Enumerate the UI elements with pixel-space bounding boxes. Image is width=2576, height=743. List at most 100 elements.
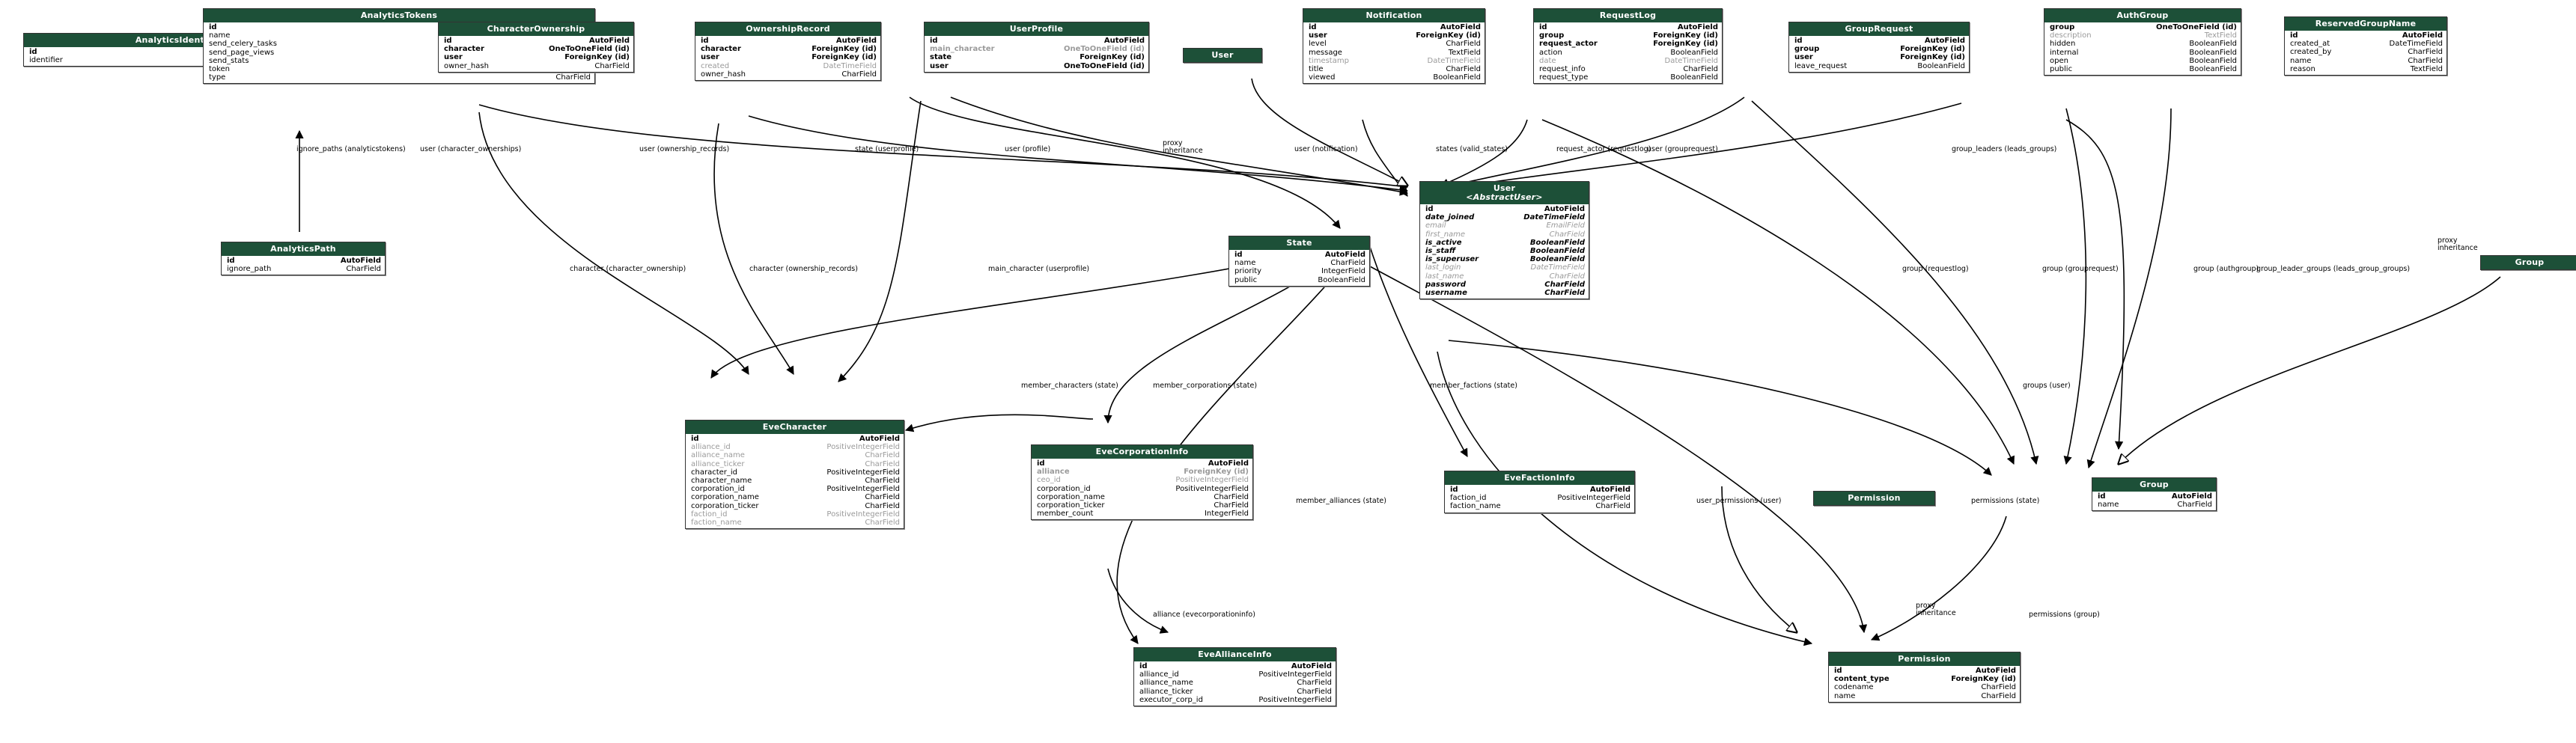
field-type: CharField bbox=[841, 70, 877, 79]
field-name: id bbox=[1139, 662, 1148, 670]
entity-title: EveAllianceInfo bbox=[1134, 648, 1336, 661]
field-type: AutoField bbox=[1291, 662, 1332, 670]
field-name: id bbox=[1450, 486, 1458, 494]
field-name: public bbox=[2050, 65, 2073, 74]
field-name: owner_hash bbox=[701, 70, 746, 79]
entity-user-stub[interactable]: User bbox=[1183, 48, 1262, 63]
field-type: CharField bbox=[865, 459, 900, 468]
field-type: CharField bbox=[555, 73, 591, 82]
field-type: ForeignKey (id) bbox=[1184, 468, 1249, 477]
field-name: corporation_id bbox=[1037, 484, 1091, 493]
field-name: alliance_ticker bbox=[1139, 687, 1193, 696]
field-type: PositiveIntegerField bbox=[1175, 484, 1249, 493]
field-name: viewed bbox=[1309, 73, 1336, 82]
field-row: type CharField bbox=[204, 73, 594, 82]
field-type: AutoField bbox=[340, 257, 381, 265]
field-name: state bbox=[930, 53, 952, 62]
field-name: main_character bbox=[930, 45, 995, 54]
field-type: TextField bbox=[2410, 64, 2443, 73]
field-name: internal bbox=[2050, 48, 2079, 57]
edge-label: permissions (state) bbox=[1971, 497, 2040, 505]
entity-permission-stub[interactable]: Permission bbox=[1813, 491, 1935, 506]
field-type: DateTimeField bbox=[823, 61, 877, 70]
field-name: name bbox=[2290, 56, 2312, 65]
field-type: CharField bbox=[346, 265, 381, 274]
field-name: level bbox=[1309, 40, 1327, 49]
edge-label: request_actor (requestlog) bbox=[1556, 145, 1651, 153]
field-type: CharField bbox=[1446, 65, 1481, 74]
edge-label: member_characters (state) bbox=[1021, 382, 1118, 390]
field-type: BooleanField bbox=[1433, 73, 1481, 82]
field-type: PositiveIntegerField bbox=[826, 510, 900, 519]
field-type: PositiveIntegerField bbox=[1258, 695, 1332, 704]
edge-label: ignore_paths (analyticstokens) bbox=[296, 145, 406, 153]
field-name: alliance_id bbox=[691, 443, 731, 452]
field-type: ForeignKey (id) bbox=[564, 53, 630, 62]
field-type: OneToOneField (id) bbox=[1063, 45, 1145, 54]
field-name: created_at bbox=[2290, 40, 2330, 49]
field-type: AutoField bbox=[835, 37, 877, 45]
field-name: id bbox=[1834, 667, 1842, 675]
field-name: type bbox=[209, 73, 226, 82]
field-type: CharField bbox=[1595, 502, 1630, 511]
field-name: is_staff bbox=[1425, 247, 1456, 256]
field-type: ForeignKey (id) bbox=[1653, 40, 1718, 49]
field-type: ForeignKey (id) bbox=[1653, 31, 1718, 40]
field-name: title bbox=[1309, 65, 1324, 74]
field-name: id bbox=[930, 37, 938, 45]
field-type: AutoField bbox=[1924, 37, 1965, 45]
field-row: viewed BooleanField bbox=[1303, 73, 1485, 82]
entity-title: EveCorporationInfo bbox=[1032, 445, 1252, 459]
entity-group-stub[interactable]: Group bbox=[2480, 255, 2576, 270]
field-name: identifier bbox=[29, 56, 63, 65]
field-type: CharField bbox=[865, 501, 900, 510]
field-row: main_character OneToOneField (id) bbox=[925, 45, 1148, 53]
entity-title: EveCharacter bbox=[686, 421, 904, 434]
field-type: CharField bbox=[2177, 501, 2212, 510]
field-type: AutoField bbox=[588, 37, 630, 45]
edge-label: group (requestlog) bbox=[1902, 265, 1969, 273]
field-name: hidden bbox=[2050, 40, 2076, 49]
field-name: alliance_name bbox=[1139, 679, 1193, 688]
field-type: OneToOneField (id) bbox=[1063, 61, 1145, 70]
